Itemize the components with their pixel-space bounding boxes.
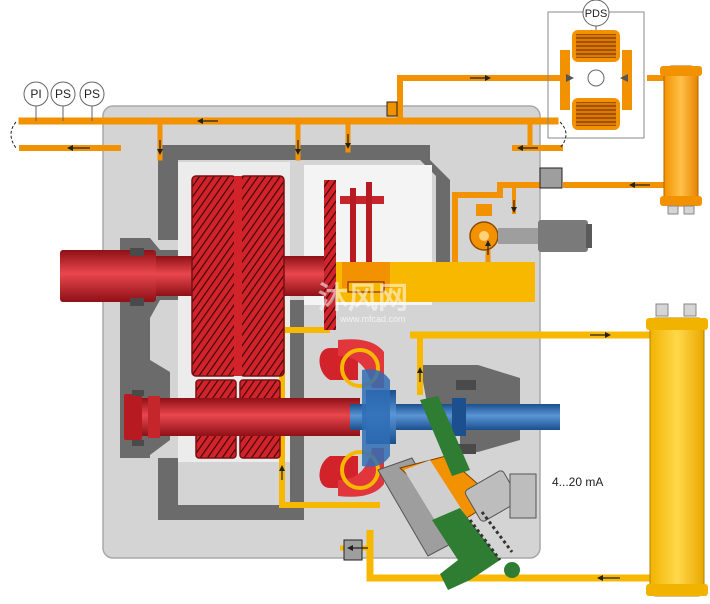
- check-valve: [539, 167, 563, 189]
- pds-switch: PDS: [582, 0, 610, 27]
- return-arc-left: [10, 121, 17, 149]
- ps2-label: PS: [84, 87, 100, 101]
- output-red-flange: [124, 394, 142, 440]
- oil-pump-mechanism: [324, 180, 390, 330]
- casing-lower: [158, 458, 290, 520]
- check-valve-lower: [343, 539, 363, 561]
- output-red-shaft: [130, 398, 360, 436]
- watermark: 沐风网 www.mfcad.com: [318, 282, 408, 324]
- input-shaft-end: [60, 250, 156, 302]
- output-blue-flange: [452, 398, 466, 436]
- working-oil-cooler: [646, 303, 708, 597]
- impeller-vortex-top: [340, 348, 380, 388]
- scoop-tube-actuator: [377, 396, 537, 590]
- duplex-oil-filter: [547, 11, 645, 139]
- vent-valve: [386, 101, 398, 117]
- return-arc-right: [559, 121, 567, 149]
- large-gear-left: [191, 175, 237, 377]
- output-red-flange-2: [148, 396, 160, 438]
- signal-label: 4...20 mA: [552, 475, 603, 489]
- watermark-url: www.mfcad.com: [339, 314, 406, 324]
- runner-blue: [362, 369, 390, 467]
- aux-oil-pump: [469, 204, 592, 252]
- watermark-text: 沐风网: [318, 282, 408, 315]
- ps2-switch: PS: [79, 81, 105, 107]
- inner-casing: [158, 145, 450, 262]
- flow-arrows: [67, 75, 650, 581]
- pump-impeller: [319, 348, 358, 488]
- bearings: [130, 248, 476, 454]
- pds-label: PDS: [585, 8, 608, 20]
- pi-gauge: PI: [23, 81, 49, 107]
- ps1-switch: PS: [50, 81, 76, 107]
- pi-label: PI: [30, 87, 41, 101]
- lube-oil-cooler: [660, 65, 702, 215]
- gear-hub: [234, 176, 242, 376]
- large-gear-right: [239, 175, 285, 377]
- ps1-label: PS: [55, 87, 71, 101]
